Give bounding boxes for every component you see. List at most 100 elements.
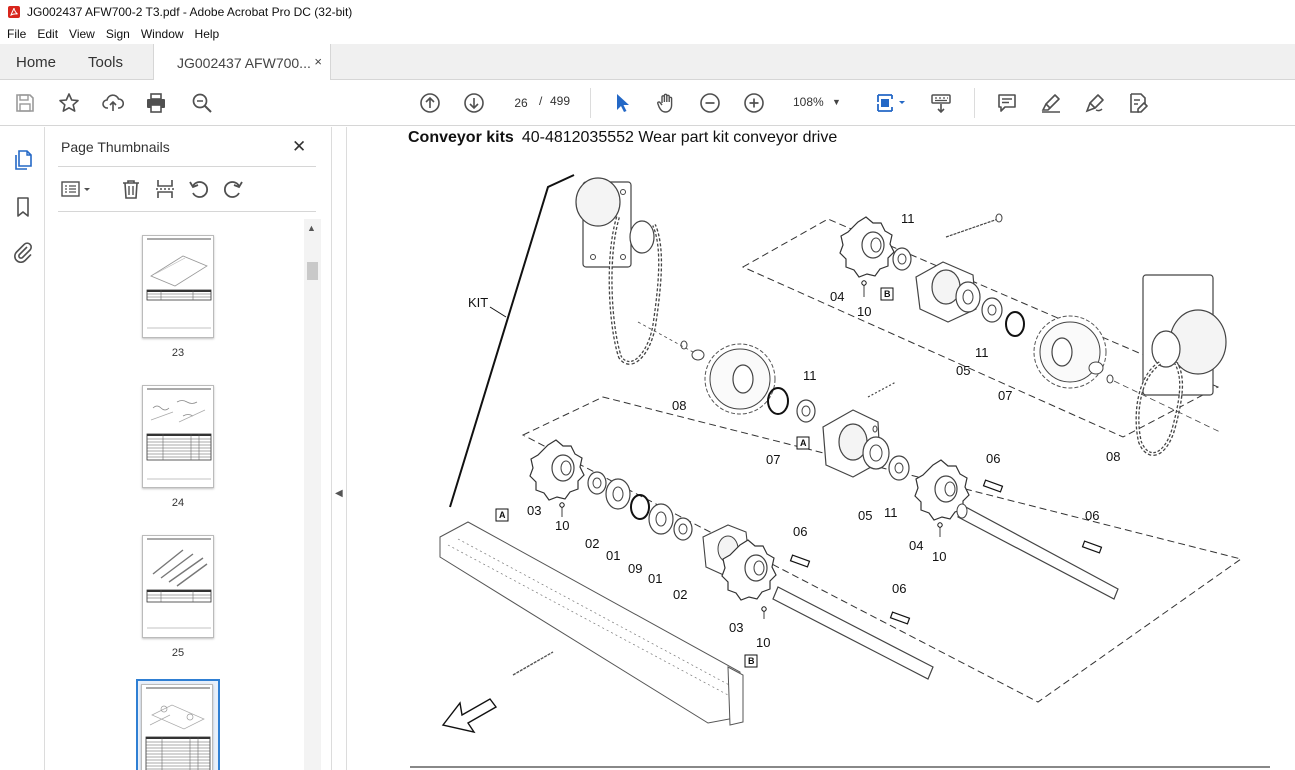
panel-title: Page Thumbnails	[61, 139, 170, 155]
thumbnail-page-26[interactable]	[136, 679, 220, 770]
rotate-clockwise-button[interactable]	[221, 177, 245, 201]
callout-07: 07	[766, 452, 780, 467]
menu-edit[interactable]: Edit	[37, 27, 59, 41]
callout-10: 10	[857, 304, 871, 319]
kit-label: KIT	[468, 295, 488, 310]
menu-file[interactable]: File	[7, 27, 27, 41]
next-page-button[interactable]	[461, 90, 487, 116]
thumbnail-page-25[interactable]: 25	[142, 535, 214, 659]
page-display-button[interactable]	[873, 90, 909, 116]
scrolling-mode-button[interactable]	[928, 90, 954, 116]
callout-02: 02	[585, 536, 599, 551]
menu-help[interactable]: Help	[194, 27, 220, 41]
find-text-button[interactable]	[189, 90, 215, 116]
main-toolbar: 26 / 499 108% ▼	[0, 80, 1295, 126]
callout-04: 04	[909, 538, 923, 553]
zoom-out-button[interactable]	[697, 90, 723, 116]
cursor-arrow-icon	[617, 94, 629, 112]
select-tool-button[interactable]	[609, 90, 635, 116]
panel-collapse-handle[interactable]: ◀	[331, 127, 347, 770]
plus-circle-icon	[744, 93, 764, 113]
thumbnail-options-button[interactable]	[60, 177, 94, 201]
tab-tools[interactable]: Tools	[88, 53, 124, 71]
callout-06: 06	[892, 581, 906, 596]
reference-box-a: A	[800, 438, 807, 448]
highlight-button[interactable]	[1038, 90, 1064, 116]
insert-pages-button[interactable]	[153, 177, 177, 201]
tab-close-icon[interactable]: ×	[314, 54, 322, 69]
thumbnail-page-label: 23	[171, 347, 185, 359]
menu-sign[interactable]: Sign	[105, 27, 130, 41]
title-bar: JG002437 AFW700-2 T3.pdf - Adobe Acrobat…	[0, 0, 1295, 24]
save-button[interactable]	[12, 90, 38, 116]
pages-icon	[15, 150, 32, 170]
highlighter-pen-icon	[1041, 94, 1060, 113]
page-thumbnails-nav-button[interactable]	[10, 147, 36, 173]
rotate-counterclockwise-button[interactable]	[187, 177, 211, 201]
fit-page-icon	[877, 94, 905, 112]
tab-home[interactable]: Home	[16, 53, 57, 71]
menu-window[interactable]: Window	[140, 27, 184, 41]
tab-document-label: JG002437 AFW700...	[177, 54, 311, 71]
thumbnail-image	[142, 535, 214, 638]
callout-05: 05	[956, 363, 970, 378]
callout-03: 03	[527, 503, 541, 518]
previous-page-button[interactable]	[417, 90, 443, 116]
fill-sign-button[interactable]	[1125, 90, 1151, 116]
hand-tool-button[interactable]	[653, 90, 679, 116]
printer-icon	[147, 93, 165, 113]
scrollbar-thumb[interactable]	[307, 262, 318, 280]
tab-document[interactable]: JG002437 AFW700... ×	[153, 44, 331, 81]
menu-view[interactable]: View	[69, 27, 95, 41]
page-thumbnails-panel: Page Thumbnails ✕ ▲	[46, 127, 331, 770]
delete-pages-button[interactable]	[119, 177, 143, 201]
zoom-level-value: 108%	[793, 95, 824, 109]
callout-11: 11	[901, 211, 915, 226]
callout-03: 03	[729, 620, 743, 635]
share-upload-button[interactable]	[100, 90, 126, 116]
hand-icon	[657, 93, 673, 113]
thumbnail-page-23[interactable]: 23	[142, 235, 214, 359]
callout-08: 08	[672, 398, 686, 413]
callout-06: 06	[793, 524, 807, 539]
page-total: 499	[550, 94, 571, 108]
thumbnail-scrollbar[interactable]: ▲	[304, 219, 321, 770]
comment-button[interactable]	[994, 90, 1020, 116]
collapse-panel-icon[interactable]: ◀	[335, 488, 343, 499]
thumbnail-page-24[interactable]: 24	[142, 385, 214, 509]
chevron-down-icon: ▼	[832, 97, 841, 107]
pen-draw-icon	[1085, 94, 1104, 113]
callout-02: 02	[673, 587, 687, 602]
callout-10: 10	[555, 518, 569, 533]
callout-10: 10	[756, 635, 770, 650]
panel-divider	[58, 211, 316, 212]
callout-01: 01	[648, 571, 662, 586]
bookmarks-nav-button[interactable]	[10, 194, 36, 220]
paperclip-icon	[14, 242, 32, 263]
callout-05: 05	[858, 508, 872, 523]
callout-06: 06	[986, 451, 1000, 466]
navigation-pane-strip	[0, 127, 45, 770]
print-button[interactable]	[143, 90, 169, 116]
draw-button[interactable]	[1082, 90, 1108, 116]
page-number-input[interactable]: 26	[506, 91, 536, 113]
arrow-down-circle-icon	[464, 93, 484, 113]
rotate-left-icon	[189, 181, 209, 198]
zoom-in-button[interactable]	[741, 90, 767, 116]
heading-kit-title: 40-4812035552 Wear part kit conveyor dri…	[521, 129, 838, 146]
thumbnail-image	[142, 385, 214, 488]
zoom-level-select[interactable]: 108% ▼	[786, 91, 850, 113]
scroll-up-icon[interactable]: ▲	[307, 223, 316, 233]
attachments-nav-button[interactable]	[10, 239, 36, 265]
bookmark-star-button[interactable]	[56, 90, 82, 116]
callout-09: 09	[628, 561, 642, 576]
callout-04: 04	[830, 289, 844, 304]
close-panel-icon[interactable]: ✕	[292, 137, 307, 156]
exploded-parts-drawing: KIT	[410, 174, 1270, 768]
selected-thumbnail-frame	[136, 679, 220, 770]
star-icon	[59, 93, 79, 112]
zoom-search-icon	[192, 93, 212, 113]
reference-box-b: B	[884, 289, 891, 299]
